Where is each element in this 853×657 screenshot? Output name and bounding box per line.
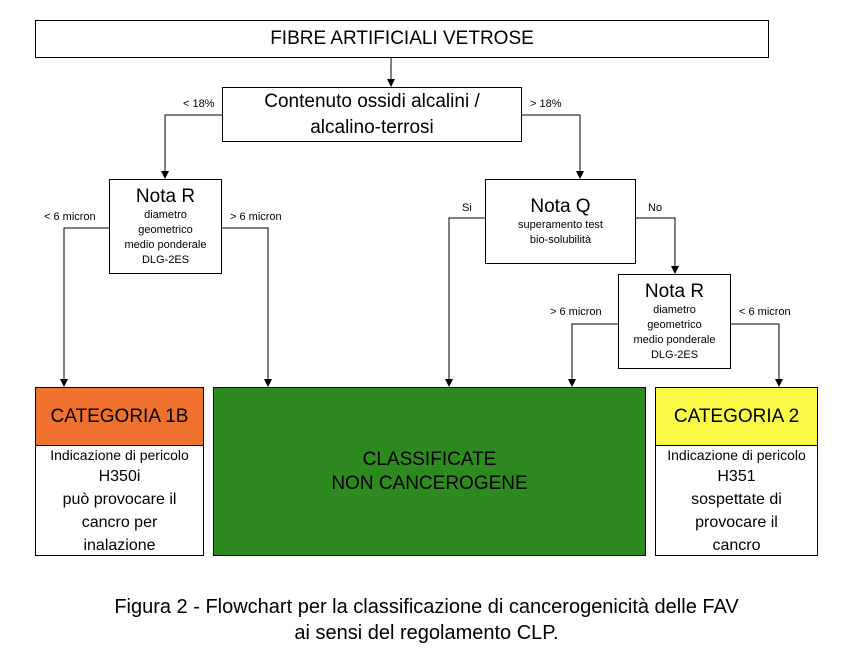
category-2-line1: Indicazione di pericolo: [667, 446, 806, 463]
nota-q-line1: superamento test: [518, 218, 603, 231]
nota-r-left-line2: geometrico: [138, 223, 193, 236]
category-2-line3: sospettate di: [691, 490, 782, 508]
nota-r-right-line3: medio ponderale: [633, 333, 716, 346]
arrow-lt18: [161, 114, 222, 179]
nota-r-right-line1: diametro: [653, 303, 696, 316]
category-2-title: CATEGORIA 2: [673, 405, 800, 427]
category-1b-line2: H350i: [98, 467, 141, 485]
root-node: FIBRE ARTIFICIALI VETROSE: [35, 20, 769, 58]
nota-r-right-node: Nota R diametro geometrico medio pondera…: [618, 274, 731, 369]
nota-r-right-title: Nota R: [644, 280, 705, 302]
edge-label-right-lt6: < 6 micron: [739, 306, 791, 318]
nota-r-left-line1: diametro: [144, 208, 187, 221]
category-1b-line4: cancro per: [81, 513, 158, 531]
nota-r-right-line4: DLG-2ES: [650, 348, 699, 361]
category-2-line4: provocare il: [695, 513, 778, 531]
caption-line2: ai sensi del regolamento CLP.: [294, 622, 559, 644]
arrow-left-gt6: [222, 227, 272, 387]
arrow-right-lt6: [731, 323, 783, 387]
root-label: FIBRE ARTIFICIALI VETROSE: [270, 28, 534, 49]
nota-q-node: Nota Q superamento test bio-solubilità: [485, 179, 636, 264]
category-2-node: CATEGORIA 2 Indicazione di pericolo H351…: [655, 387, 818, 556]
edge-label-no: No: [648, 202, 663, 214]
nota-q-line2: bio-solubilità: [529, 233, 592, 246]
edge-label-lt18: < 18%: [183, 98, 215, 110]
arrow-right-gt6: [568, 323, 618, 387]
arrow-no: [636, 217, 679, 274]
arrow-left-lt6: [60, 227, 109, 387]
non-cancerogene-node: CLASSIFICATE NON CANCEROGENE: [213, 387, 646, 556]
arrow-si: [445, 217, 485, 387]
nota-q-title: Nota Q: [530, 195, 591, 217]
category-2-header: CATEGORIA 2: [656, 388, 817, 446]
edge-label-left-gt6: > 6 micron: [230, 211, 282, 223]
category-2-line2: H351: [717, 467, 756, 485]
nota-r-left-node: Nota R diametro geometrico medio pondera…: [109, 179, 222, 274]
category-1b-body: Indicazione di pericolo H350i può provoc…: [36, 446, 203, 555]
category-1b-line5: inalazione: [83, 536, 156, 554]
category-1b-header: CATEGORIA 1B: [36, 388, 203, 446]
caption-line1: Figura 2 - Flowchart per la classificazi…: [114, 596, 739, 618]
category-1b-line1: Indicazione di pericolo: [50, 446, 189, 463]
nota-r-right-line2: geometrico: [647, 318, 702, 331]
non-cancerogene-line1: CLASSIFICATE: [362, 448, 497, 470]
category-1b-title: CATEGORIA 1B: [50, 405, 189, 427]
category-1b-node: CATEGORIA 1B Indicazione di pericolo H35…: [35, 387, 204, 556]
category-1b-line3: può provocare il: [62, 490, 177, 508]
arrow-gt18: [522, 114, 584, 179]
non-cancerogene-line2: NON CANCEROGENE: [331, 472, 528, 494]
alkali-content-node: Contenuto ossidi alcalini / alcalino-ter…: [222, 87, 522, 142]
edge-label-right-gt6: > 6 micron: [550, 306, 602, 318]
edge-label-si: Si: [462, 202, 472, 214]
category-2-body: Indicazione di pericolo H351 sospettate …: [656, 446, 817, 555]
nota-r-left-line3: medio ponderale: [124, 238, 207, 251]
edge-label-gt18: > 18%: [530, 98, 562, 110]
nota-r-left-title: Nota R: [135, 185, 196, 207]
nota-r-left-line4: DLG-2ES: [141, 253, 190, 266]
alkali-line2: alcalino-terrosi: [310, 116, 434, 138]
category-2-line5: cancro: [712, 536, 761, 554]
alkali-line1: Contenuto ossidi alcalini /: [264, 90, 480, 112]
figure-caption: Figura 2 - Flowchart per la classificazi…: [0, 594, 853, 646]
edge-label-left-lt6: < 6 micron: [44, 211, 96, 223]
